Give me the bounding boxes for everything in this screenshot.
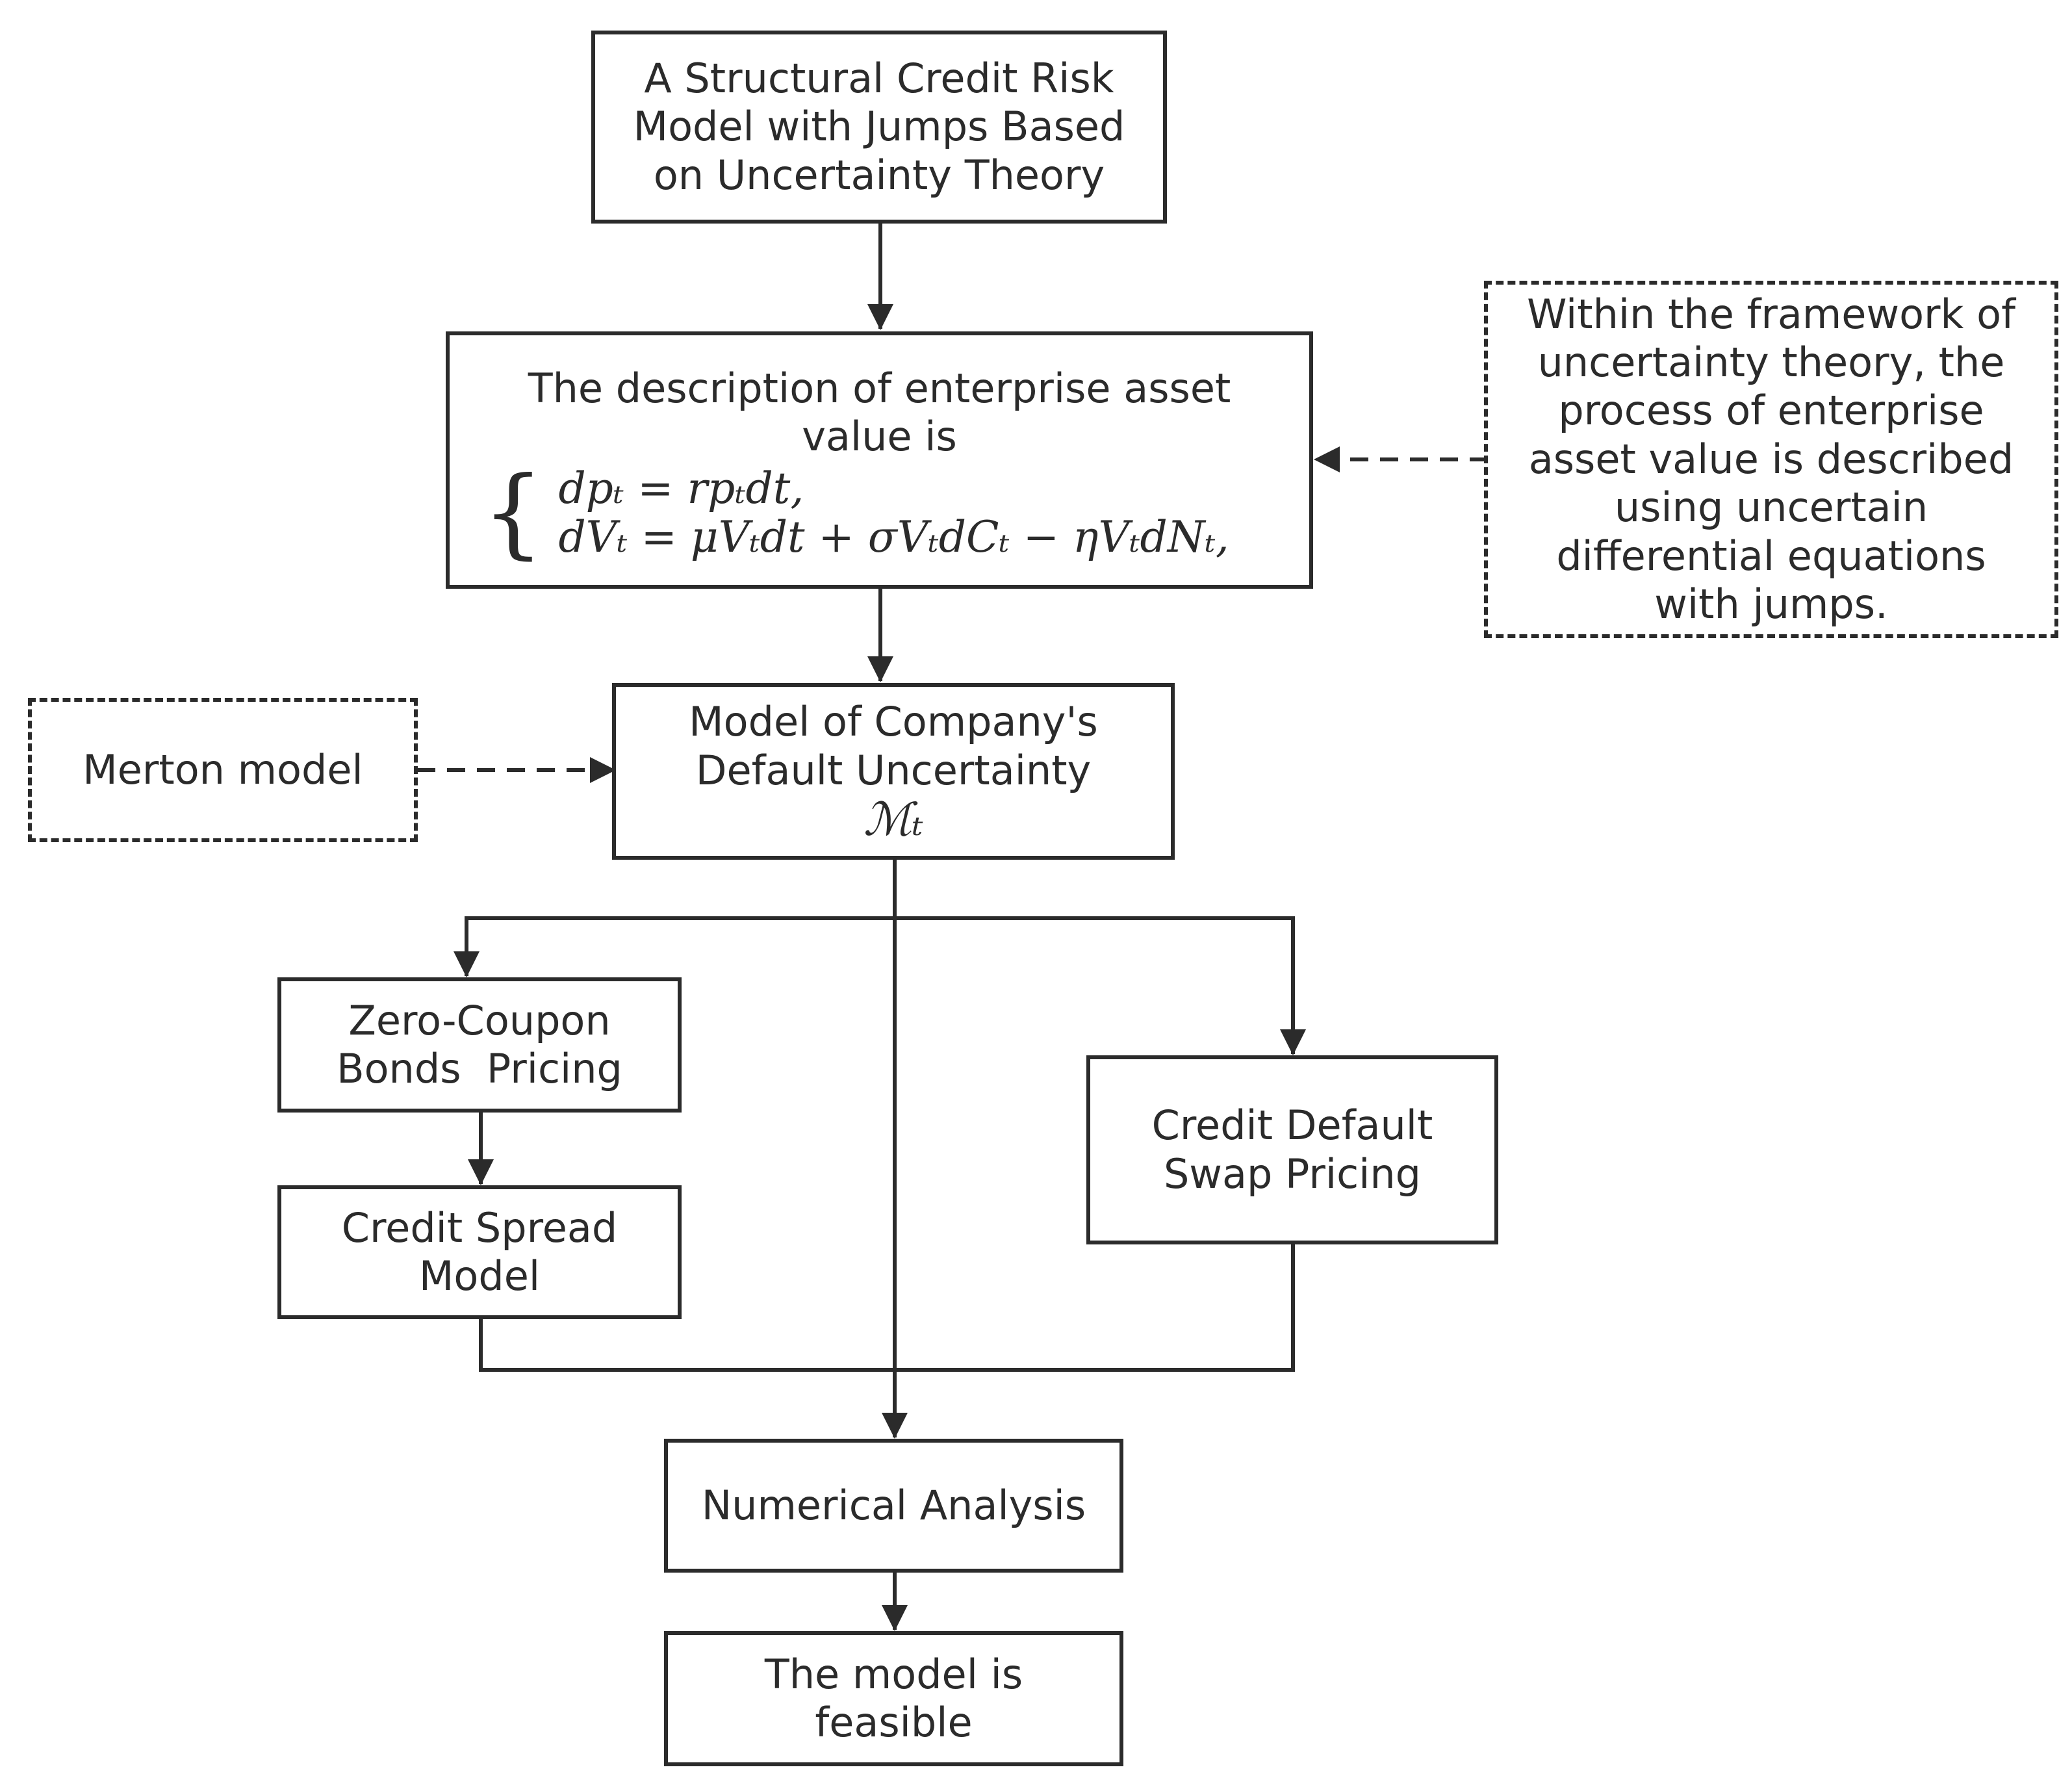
asset-value-line-2: value is	[802, 413, 957, 461]
title-line-1: A Structural Credit Risk	[644, 54, 1114, 102]
asset-value-equation-system: { dpₜ = rpₜdt, dVₜ = μVₜdt + σVₜdCₜ − ηV…	[482, 456, 1229, 570]
cds-pricing-node: Credit Default Swap Pricing	[1086, 1055, 1498, 1244]
asset-value-node: The description of enterprise asset valu…	[446, 331, 1313, 589]
credit-spread-line-1: Credit Spread	[341, 1203, 618, 1252]
asset-value-line-1: The description of enterprise asset	[528, 364, 1231, 412]
left-brace-icon: {	[482, 456, 544, 570]
framework-note-line-4: asset value is described	[1528, 435, 2014, 483]
title-line-3: on Uncertainty Theory	[653, 151, 1105, 199]
numerical-analysis-node: Numerical Analysis	[664, 1439, 1123, 1573]
merton-model-label: Merton model	[83, 745, 363, 793]
default-model-node: Model of Company's Default Uncertainty ℳ…	[612, 683, 1175, 860]
framework-note-line-1: Within the framework of	[1527, 290, 2015, 338]
title-node: A Structural Credit Risk Model with Jump…	[591, 31, 1167, 224]
framework-note-line-2: uncertainty theory, the	[1537, 339, 2005, 387]
framework-note-line-6: differential equations	[1556, 532, 1986, 580]
model-feasible-line-1: The model is	[764, 1650, 1023, 1698]
cds-line-2: Swap Pricing	[1163, 1150, 1422, 1198]
merton-model-node: Merton model	[28, 698, 418, 842]
default-model-symbol: ℳₜ	[863, 792, 924, 846]
framework-note-node: Within the framework of uncertainty theo…	[1484, 281, 2058, 638]
credit-spread-line-2: Model	[418, 1252, 541, 1300]
title-line-2: Model with Jumps Based	[633, 103, 1125, 151]
framework-note-line-5: using uncertain	[1614, 483, 1928, 532]
cds-line-1: Credit Default	[1151, 1101, 1433, 1150]
zero-coupon-line-2: Bonds Pricing	[337, 1045, 622, 1092]
framework-note-line-7: with jumps.	[1654, 580, 1888, 628]
model-feasible-node: The model is feasible	[664, 1631, 1123, 1766]
equation-asset-value: dVₜ = μVₜdt + σVₜdCₜ − ηVₜdNₜ,	[558, 512, 1229, 563]
credit-spread-node: Credit Spread Model	[277, 1185, 682, 1319]
zero-coupon-node: Zero-Coupon Bonds Pricing	[277, 977, 682, 1113]
framework-note-line-3: process of enterprise	[1558, 387, 1984, 435]
numerical-analysis-label: Numerical Analysis	[701, 1481, 1086, 1529]
edge-spread-and-cds-join	[479, 1244, 1295, 1372]
zero-coupon-line-1: Zero-Coupon	[348, 996, 611, 1044]
equation-bond-price: dpₜ = rpₜdt,	[558, 463, 804, 513]
default-model-line-1: Model of Company's	[689, 698, 1098, 746]
model-feasible-line-2: feasible	[815, 1699, 973, 1746]
default-model-line-2: Default Uncertainty	[695, 746, 1092, 794]
